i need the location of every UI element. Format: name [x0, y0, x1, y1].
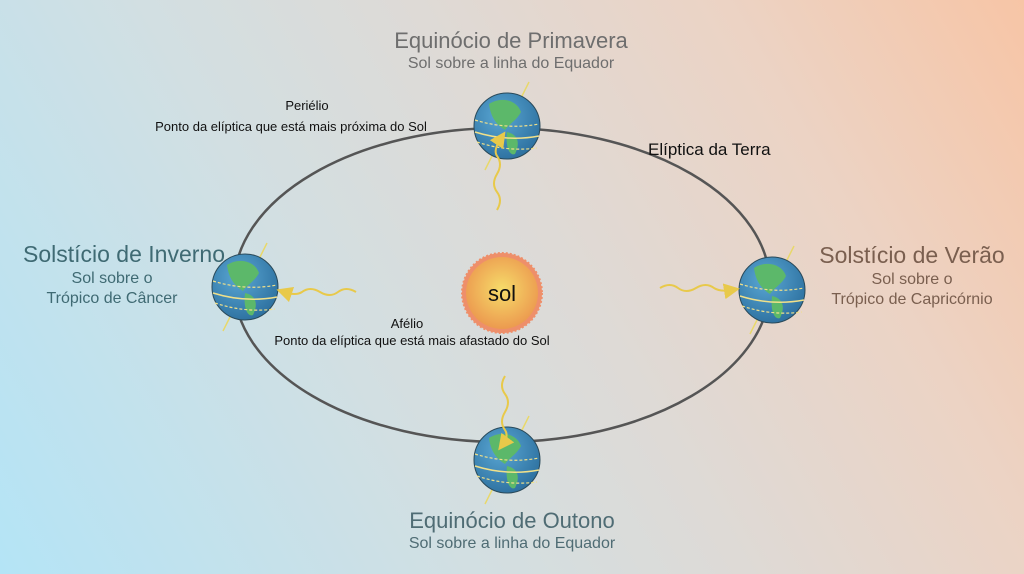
sun-ray-spring: [489, 131, 506, 211]
earth-summer-icon: [738, 245, 806, 335]
summer-title: Solstício de Verão: [819, 242, 1004, 268]
autumn-title: Equinócio de Outono: [409, 508, 615, 533]
summer-line1: Sol sobre o: [872, 271, 953, 288]
winter-line1: Sol sobre o: [72, 270, 153, 287]
sun-ray-autumn: [498, 375, 515, 451]
summer-line2: Trópico de Capricórnio: [831, 291, 992, 308]
perihelion-title: Periélio: [285, 98, 328, 113]
spring-title: Equinócio de Primavera: [394, 28, 628, 53]
sun: sol: [461, 252, 543, 334]
aphelion-desc: Ponto da elíptica que está mais afastado…: [274, 333, 549, 348]
perihelion-desc: Ponto da elíptica que está mais próxima …: [155, 119, 427, 134]
earth-autumn-icon: [473, 415, 541, 505]
orbit-label: Elíptica da Terra: [648, 140, 771, 159]
winter-line2: Trópico de Câncer: [46, 290, 178, 307]
winter-title: Solstício de Inverno: [23, 241, 225, 267]
sun-ray-winter: [276, 286, 357, 303]
autumn-subtitle: Sol sobre a linha do Equador: [409, 535, 616, 552]
spring-subtitle: Sol sobre a linha do Equador: [408, 55, 615, 72]
sun-ray-summer: [659, 283, 740, 300]
sun-label: sol: [488, 281, 516, 306]
aphelion-title: Afélio: [391, 316, 424, 331]
earth-spring-icon: [473, 81, 541, 171]
